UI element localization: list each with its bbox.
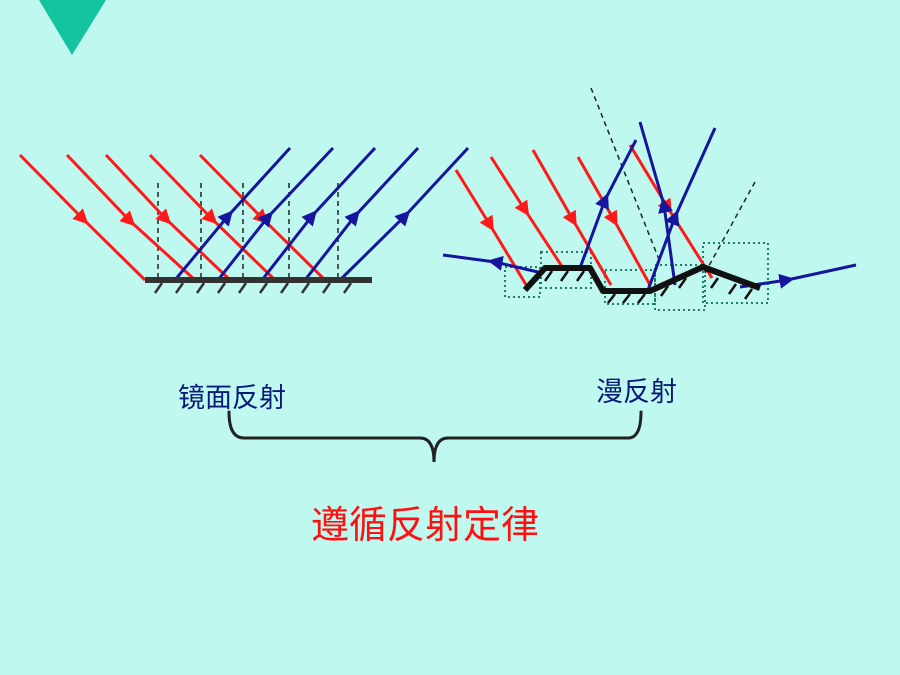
rough-surface (522, 264, 762, 304)
incident-ray (18, 153, 147, 282)
reflected-ray (442, 253, 539, 274)
reflected-ray (638, 121, 677, 286)
reflected-ray (216, 146, 335, 281)
specular-incident-rays (18, 153, 327, 282)
specular-reflection-label: 镜面反射 (178, 383, 286, 414)
reflected-ray (338, 146, 470, 282)
incident-ray (489, 156, 565, 269)
incident-ray (104, 153, 232, 282)
highlight-box (702, 242, 769, 304)
specular-normals (157, 183, 339, 280)
mirror-surface (145, 277, 372, 294)
specular-reflection-figure (18, 146, 470, 294)
incident-ray (576, 156, 652, 286)
reflected-ray (303, 146, 420, 281)
reflected-ray (173, 146, 292, 281)
reflected-ray (578, 139, 638, 269)
incident-ray (65, 153, 197, 282)
diffuse-normals (590, 87, 756, 274)
reflected-ray (260, 146, 377, 281)
specular-reflected-rays (173, 146, 470, 282)
diffuse-highlight-boxes (504, 242, 769, 311)
highlight-box (540, 251, 592, 289)
incident-ray (148, 153, 277, 282)
mirror-hatching (153, 282, 353, 294)
rough-surface-line (522, 264, 762, 294)
curly-brace-icon (227, 410, 643, 463)
reflection-law-label: 遵循反射定律 (311, 503, 540, 547)
triangle-down-icon (39, 0, 106, 55)
incident-ray (531, 149, 613, 286)
diffuse-reflection-label: 漫反射 (596, 377, 677, 408)
normal-line (590, 87, 661, 263)
highlight-box (654, 264, 706, 311)
rough-surface-hatching (543, 270, 754, 304)
diffuse-reflection-figure (442, 87, 857, 311)
reflected-ray (646, 127, 717, 291)
